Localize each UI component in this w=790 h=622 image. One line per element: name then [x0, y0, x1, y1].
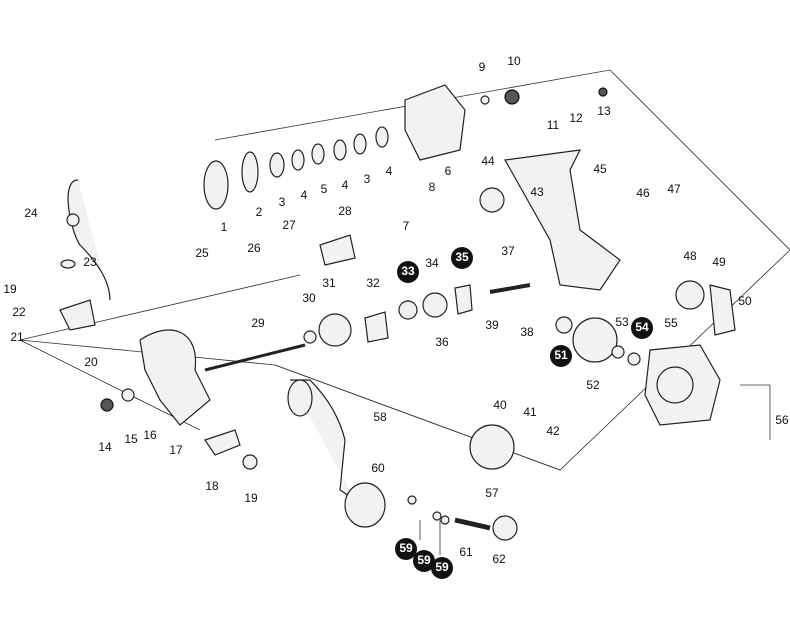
part-label-11: 11 — [547, 118, 560, 132]
part-label-28: 28 — [338, 204, 352, 218]
part-label-52: 52 — [586, 378, 600, 392]
part-gear-52 — [572, 317, 618, 363]
part-label-3: 3 — [364, 172, 371, 186]
part-label-36: 36 — [435, 335, 449, 349]
callout-badge-35 — [451, 247, 473, 269]
callout-badge-33 — [397, 261, 419, 283]
part-label-30: 30 — [302, 291, 316, 305]
part-label-31: 31 — [322, 276, 336, 290]
part-label-57: 57 — [485, 486, 499, 500]
part-label-19: 19 — [244, 491, 258, 505]
part-label-15: 15 — [124, 432, 138, 446]
part-label-50: 50 — [738, 294, 752, 308]
part-label-35: 35 — [455, 250, 469, 264]
part-label-12: 12 — [569, 111, 583, 125]
part-label-47: 47 — [667, 182, 681, 196]
part-label-51: 51 — [554, 348, 568, 362]
part-label-32: 32 — [366, 276, 380, 290]
part-label-13: 13 — [597, 104, 611, 118]
part-label-1: 1 — [221, 220, 228, 234]
part-label-26: 26 — [247, 241, 261, 255]
part-label-58: 58 — [373, 410, 387, 424]
callout-badge-59 — [413, 550, 435, 572]
part-label-19: 19 — [3, 282, 17, 296]
part-label-16: 16 — [143, 428, 157, 442]
part-label-33: 33 — [401, 264, 415, 278]
part-label-45: 45 — [593, 162, 607, 176]
part-rotor-45 — [504, 149, 621, 291]
part-knob-1 — [203, 160, 229, 210]
callout-badge-51 — [550, 345, 572, 367]
part-gear-48 — [675, 280, 705, 310]
part-label-4: 4 — [342, 178, 349, 192]
part-label-18: 18 — [205, 479, 219, 493]
part-label-17: 17 — [169, 443, 183, 457]
part-label-25: 25 — [195, 246, 209, 260]
part-label-62: 62 — [492, 552, 506, 566]
part-label-48: 48 — [683, 249, 697, 263]
part-label-59: 59 — [435, 560, 449, 574]
part-label-60: 60 — [371, 461, 385, 475]
part-label-41: 41 — [523, 405, 537, 419]
part-label-46: 46 — [636, 186, 650, 200]
part-label-5: 5 — [321, 182, 328, 196]
part-spool-6 — [404, 84, 466, 161]
part-label-9: 9 — [479, 60, 486, 74]
part-label-40: 40 — [493, 398, 507, 412]
part-label-59: 59 — [417, 553, 431, 567]
part-label-6: 6 — [445, 164, 452, 178]
part-ring-57 — [469, 424, 515, 470]
part-label-20: 20 — [84, 355, 98, 369]
part-label-59: 59 — [399, 541, 413, 555]
part-label-39: 39 — [485, 318, 499, 332]
part-label-8: 8 — [429, 180, 436, 194]
part-label-54: 54 — [635, 320, 649, 334]
part-label-24: 24 — [24, 206, 38, 220]
region-lines — [19, 69, 790, 555]
part-label-55: 55 — [664, 316, 678, 330]
part-label-4: 4 — [386, 164, 393, 178]
part-label-29: 29 — [251, 316, 265, 330]
part-label-22: 22 — [12, 305, 26, 319]
callout-badge-59 — [395, 538, 417, 560]
part-label-2: 2 — [256, 205, 263, 219]
part-label-23: 23 — [83, 255, 97, 269]
part-label-43: 43 — [530, 185, 544, 199]
part-label-3: 3 — [279, 195, 286, 209]
part-label-38: 38 — [520, 325, 534, 339]
part-label-42: 42 — [546, 424, 560, 438]
part-label-4: 4 — [301, 188, 308, 202]
callout-badge-59 — [431, 557, 453, 579]
part-label-34: 34 — [425, 256, 439, 270]
part-handle-knob-60 — [344, 482, 386, 528]
part-label-10: 10 — [507, 54, 521, 68]
part-label-21: 21 — [10, 330, 24, 344]
part-label-56: 56 — [775, 413, 789, 427]
part-label-53: 53 — [615, 315, 629, 329]
part-body-17 — [139, 329, 211, 426]
part-label-37: 37 — [501, 244, 515, 258]
callout-badge-54 — [631, 317, 653, 339]
part-label-49: 49 — [712, 255, 726, 269]
part-label-27: 27 — [282, 218, 296, 232]
part-label-14: 14 — [98, 440, 112, 454]
part-label-44: 44 — [481, 154, 495, 168]
part-label-61: 61 — [459, 545, 473, 559]
parts — [59, 84, 736, 541]
part-label-7: 7 — [403, 219, 410, 233]
